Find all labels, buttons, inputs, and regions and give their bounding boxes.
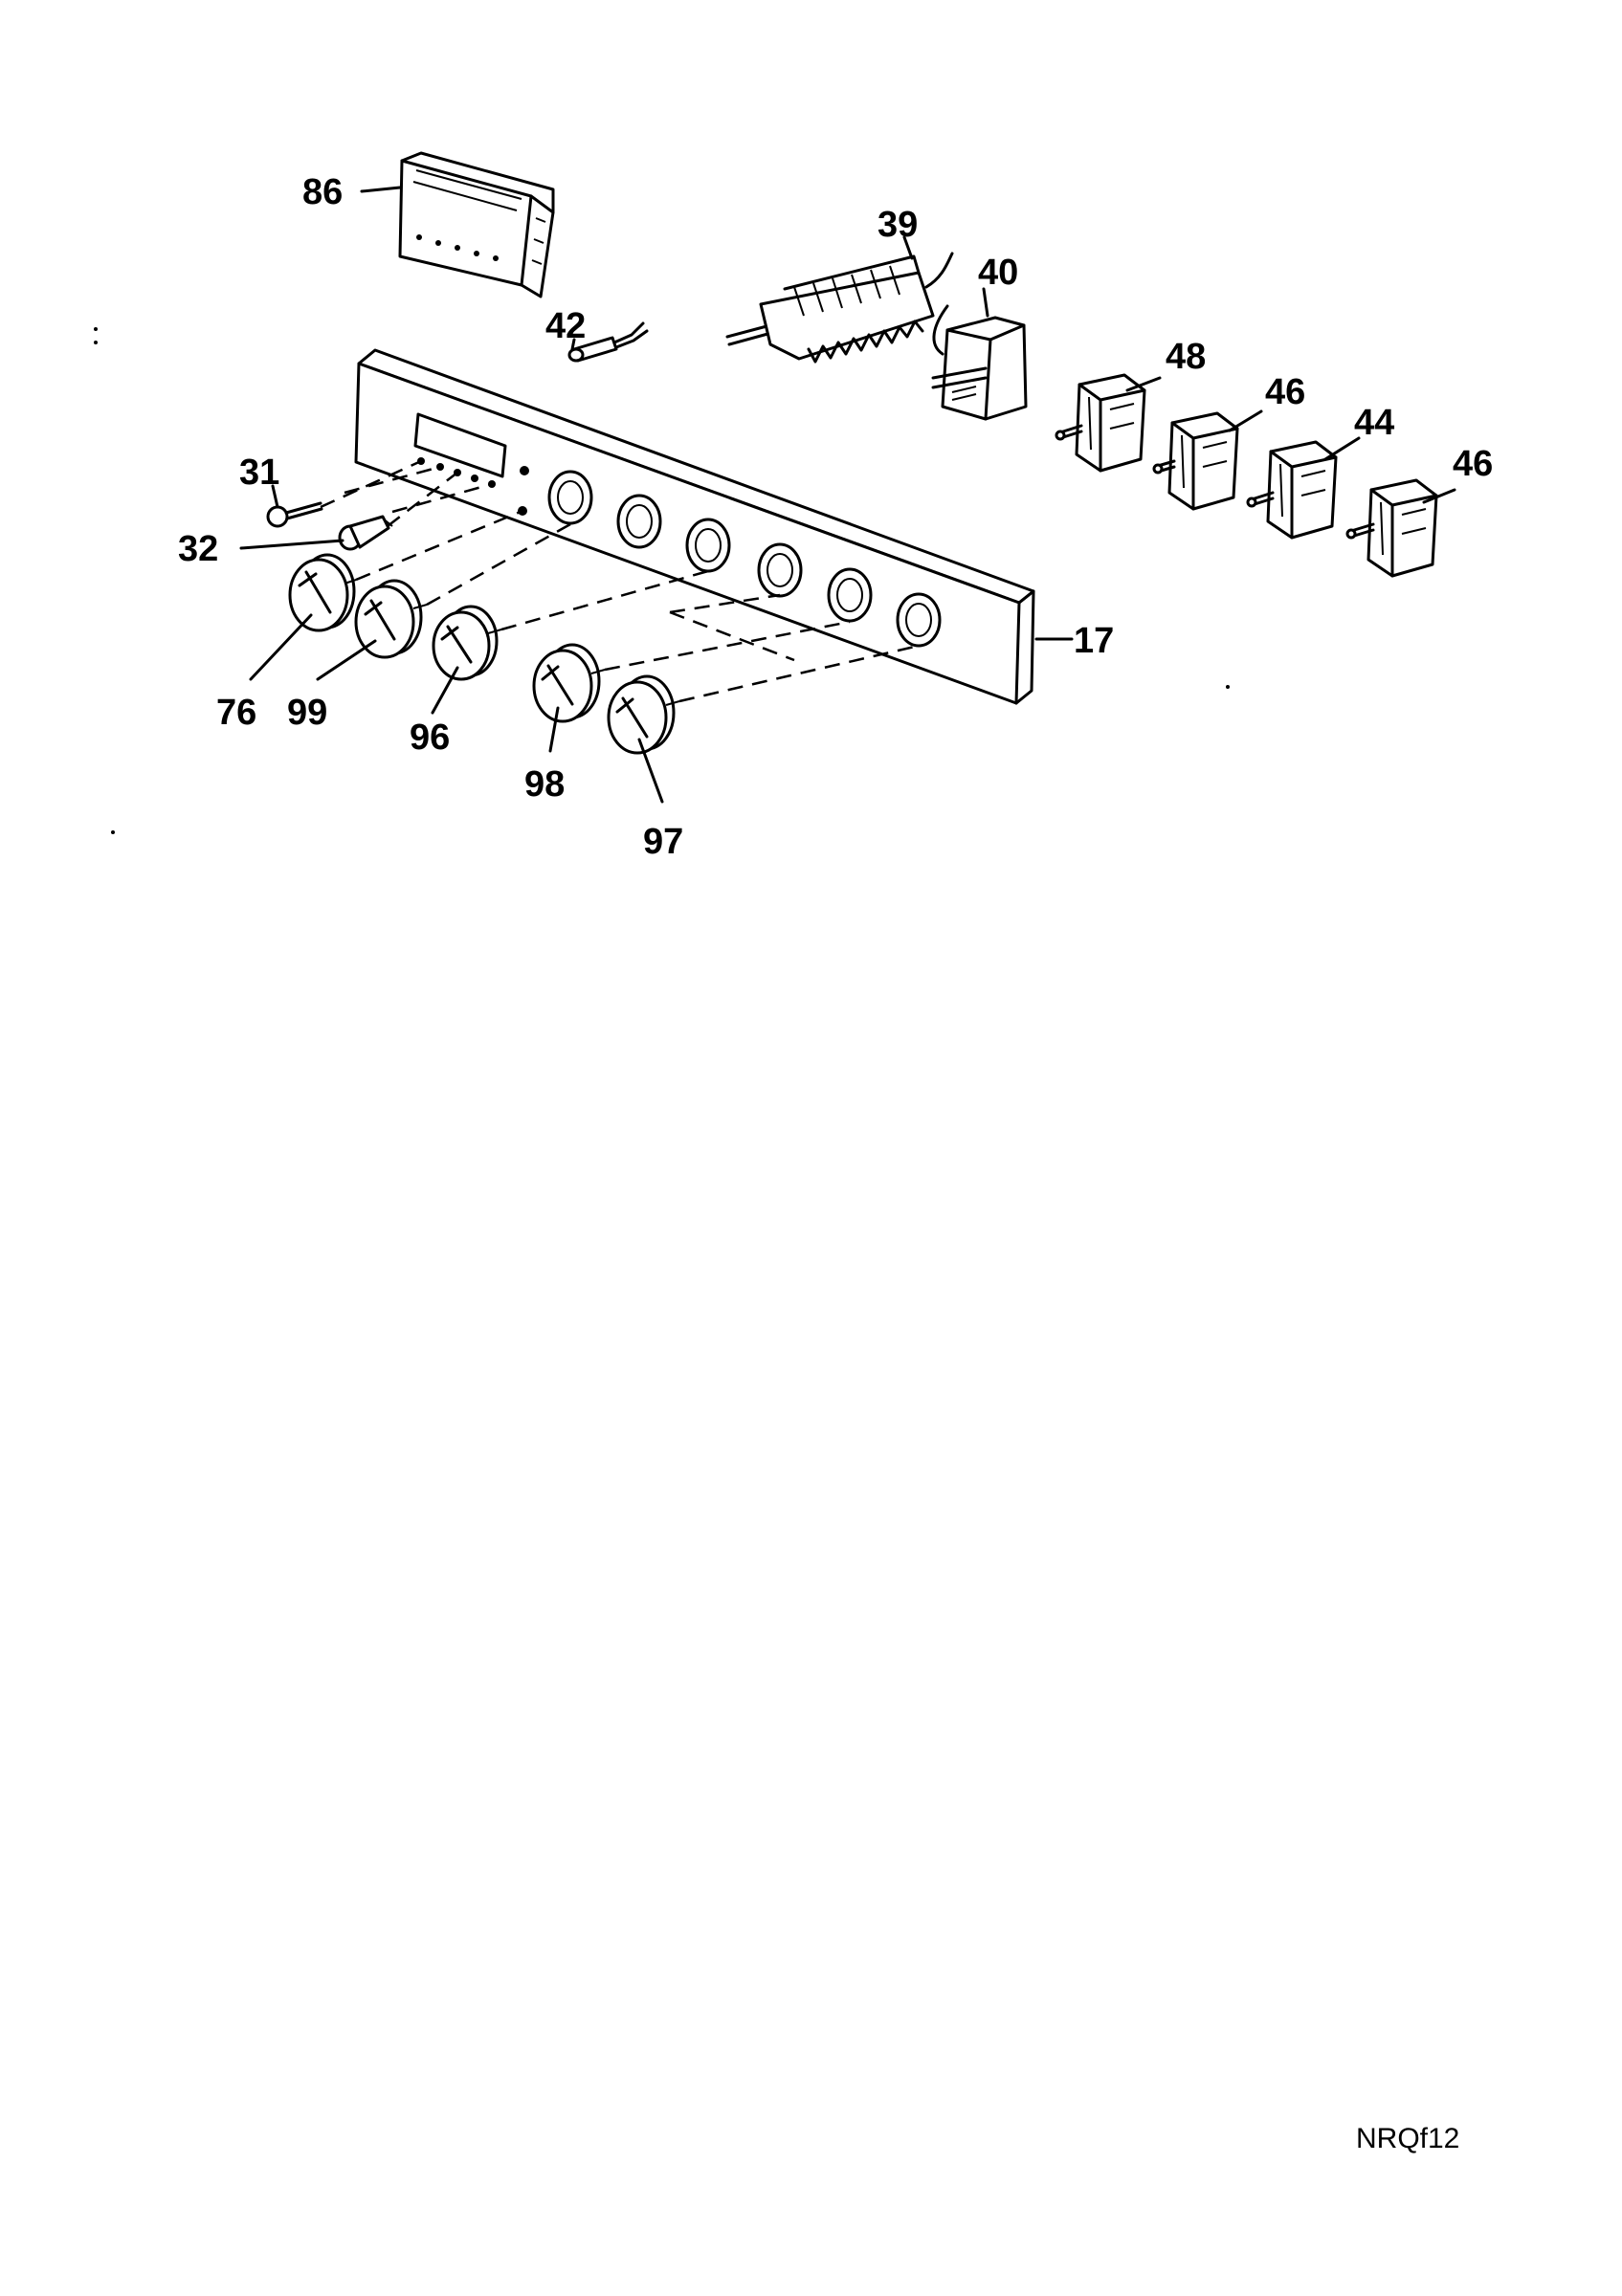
label-97: 97 (643, 822, 683, 862)
part-32-push-button (338, 515, 393, 551)
part-48-switch (1055, 373, 1146, 473)
label-99: 99 (287, 693, 327, 733)
print-specks (94, 327, 1230, 834)
diagram-code: NRQf12 (1356, 2123, 1459, 2154)
leader-lines (239, 186, 1456, 804)
label-48: 48 (1166, 337, 1206, 377)
part-labels: 86 39 40 42 48 46 44 46 31 32 17 76 99 9… (178, 172, 1493, 2154)
label-39: 39 (878, 205, 918, 245)
alignment-lines (320, 459, 920, 703)
part-86-display-module (398, 151, 555, 298)
knob-76 (288, 553, 357, 632)
label-31: 31 (239, 453, 279, 493)
part-40-energy-regulator (931, 304, 1028, 421)
knob-98 (532, 643, 606, 723)
label-44: 44 (1354, 403, 1394, 443)
knob-96 (432, 605, 502, 681)
part-17-control-panel (354, 348, 1035, 705)
part-42-sensor (567, 321, 649, 363)
label-76: 76 (216, 693, 256, 733)
label-42: 42 (545, 306, 586, 346)
label-86: 86 (302, 172, 343, 212)
part-46a-switch (1152, 411, 1239, 511)
part-46b-switch (1345, 478, 1438, 578)
label-96: 96 (410, 718, 450, 758)
part-31-indicator-lamp (266, 501, 323, 528)
panel-knob-holes (547, 470, 942, 648)
label-17: 17 (1074, 621, 1114, 661)
knob-97 (607, 674, 680, 755)
knob-99 (354, 579, 428, 659)
label-98: 98 (524, 764, 565, 805)
part-39-selector-switch (725, 252, 954, 364)
label-32: 32 (178, 529, 218, 569)
label-46b: 46 (1453, 444, 1493, 484)
label-40: 40 (978, 253, 1018, 293)
part-44-switch (1246, 440, 1338, 540)
label-46a: 46 (1265, 372, 1305, 412)
